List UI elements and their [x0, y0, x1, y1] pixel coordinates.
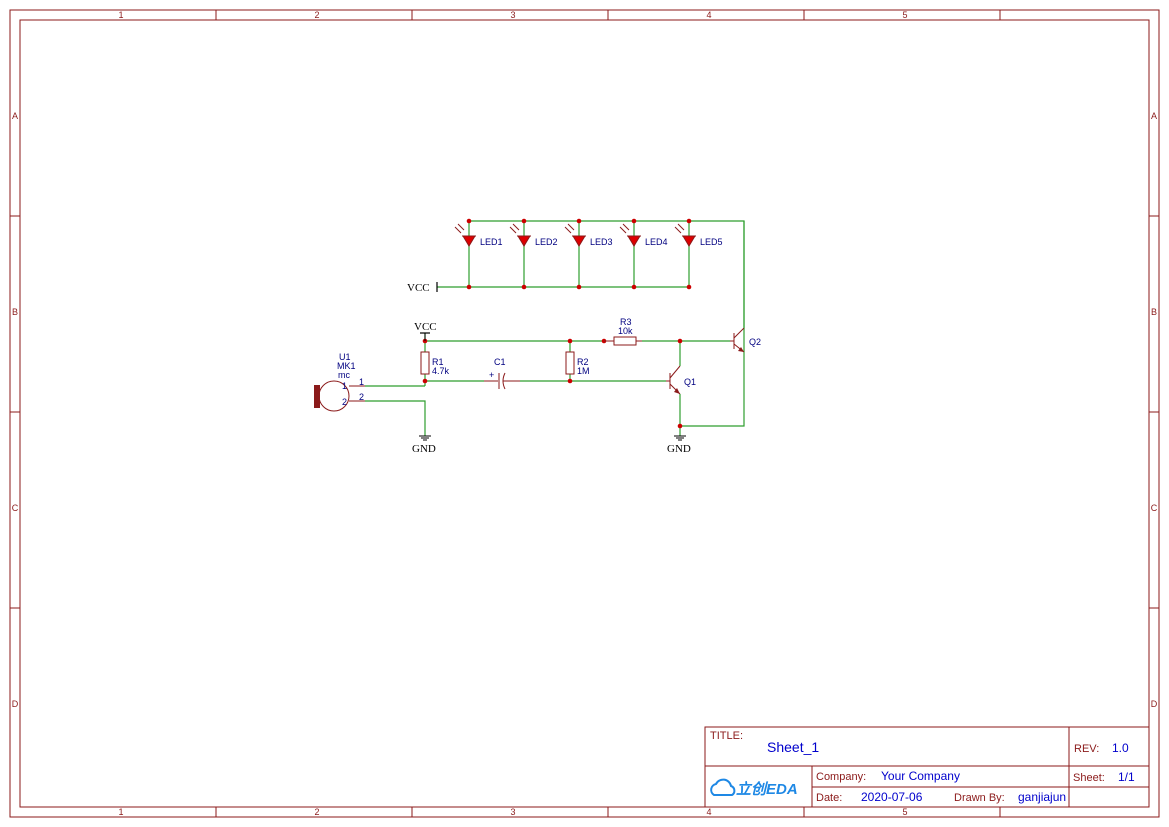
frame-col-4-bottom: 4: [706, 807, 711, 817]
title-block: TITLE: Sheet_1 REV: 1.0 Company: Your Co…: [704, 726, 1150, 808]
vcc-top-label: VCC: [407, 282, 430, 294]
u1-value: mc: [338, 370, 350, 380]
drawn-by-label: Drawn By:: [954, 792, 1005, 804]
u1-part: MK1: [337, 361, 356, 371]
u1-pin2-inner: 2: [342, 397, 347, 407]
led2-ref: LED2: [535, 237, 558, 247]
vcc-mid-label: VCC: [414, 321, 437, 333]
transistor-q2[interactable]: Q2: [730, 221, 761, 353]
date-value: 2020-07-06: [861, 790, 923, 804]
lceda-logo: 立创EDA: [710, 778, 798, 798]
vcc-port-mid[interactable]: VCC: [414, 321, 437, 341]
r3-value: 10k: [618, 326, 633, 336]
transistor-q1[interactable]: Q1: [666, 365, 696, 395]
vcc-port-top[interactable]: VCC: [407, 282, 438, 294]
sheet-title: Sheet_1: [767, 739, 819, 755]
cloud-icon: [710, 778, 736, 796]
capacitor-c1[interactable]: + C1: [484, 357, 520, 390]
frame-col-1-top: 1: [118, 10, 123, 20]
sheet-value: 1/1: [1118, 770, 1135, 784]
frame-col-2-top: 2: [314, 10, 319, 20]
frame-col-3-top: 3: [510, 10, 515, 20]
r1-ref: R1: [432, 357, 444, 367]
frame-col-2-bottom: 2: [314, 807, 319, 817]
frame-row-c-right: C: [1151, 503, 1158, 513]
frame-row-c-left: C: [12, 503, 19, 513]
resistor-r2[interactable]: R2 1M: [565, 351, 590, 376]
sheet-label: Sheet:: [1073, 772, 1105, 784]
frame-row-a-right: A: [1151, 111, 1157, 121]
q2-ref: Q2: [749, 337, 761, 347]
frame-row-a-left: A: [12, 111, 18, 121]
led4-ref: LED4: [645, 237, 668, 247]
led5-ref: LED5: [700, 237, 723, 247]
frame-col-5-bottom: 5: [902, 807, 907, 817]
date-label: Date:: [816, 792, 842, 804]
u1-pin2-number: 2: [359, 392, 364, 402]
drawing-frame: 1 2 3 4 5 1 2 3 4 5 A B C D A B C D: [9, 9, 1160, 818]
frame-col-4-top: 4: [706, 10, 711, 20]
frame-row-b-right: B: [1151, 307, 1157, 317]
gnd-symbol-right[interactable]: GND: [667, 435, 691, 455]
r2-ref: R2: [577, 357, 589, 367]
rev-label: REV:: [1074, 743, 1099, 755]
led5[interactable]: LED5: [674, 223, 723, 247]
u1-ref: U1: [339, 352, 351, 362]
frame-col-1-bottom: 1: [118, 807, 123, 817]
rev-value: 1.0: [1112, 741, 1129, 755]
frame-col-5-top: 5: [902, 10, 907, 20]
frame-row-d-left: D: [12, 699, 19, 709]
frame-row-d-right: D: [1151, 699, 1158, 709]
resistor-r3[interactable]: R3 10k: [604, 317, 642, 346]
led3-ref: LED3: [590, 237, 613, 247]
led1[interactable]: LED1: [454, 223, 503, 247]
q1-ref: Q1: [684, 377, 696, 387]
led4[interactable]: LED4: [619, 223, 668, 247]
junctions: [422, 218, 692, 429]
resistor-r1[interactable]: R1 4.7k: [420, 351, 450, 376]
frame-row-b-left: B: [12, 307, 18, 317]
r2-value: 1M: [577, 366, 590, 376]
r1-value: 4.7k: [432, 366, 450, 376]
u1-pin1-inner: 1: [342, 381, 347, 391]
drawn-by-value: ganjiajun: [1018, 790, 1066, 804]
c1-ref: C1: [494, 357, 506, 367]
led3[interactable]: LED3: [564, 223, 613, 247]
u1-pin1-number: 1: [359, 377, 364, 387]
company-label: Company:: [816, 771, 866, 783]
led2[interactable]: LED2: [509, 223, 558, 247]
led1-ref: LED1: [480, 237, 503, 247]
r3-ref: R3: [620, 317, 632, 327]
gnd-right-label: GND: [667, 443, 691, 455]
logo-text: 立创EDA: [736, 780, 798, 798]
gnd-left-label: GND: [412, 443, 436, 455]
company-value: Your Company: [881, 769, 960, 783]
c1-plus: +: [489, 370, 494, 380]
microphone-u1[interactable]: U1 MK1 mc 1 2 1 2: [314, 352, 365, 412]
title-label: TITLE:: [710, 730, 743, 742]
gnd-symbol-left[interactable]: GND: [412, 435, 436, 455]
frame-col-3-bottom: 3: [510, 807, 515, 817]
